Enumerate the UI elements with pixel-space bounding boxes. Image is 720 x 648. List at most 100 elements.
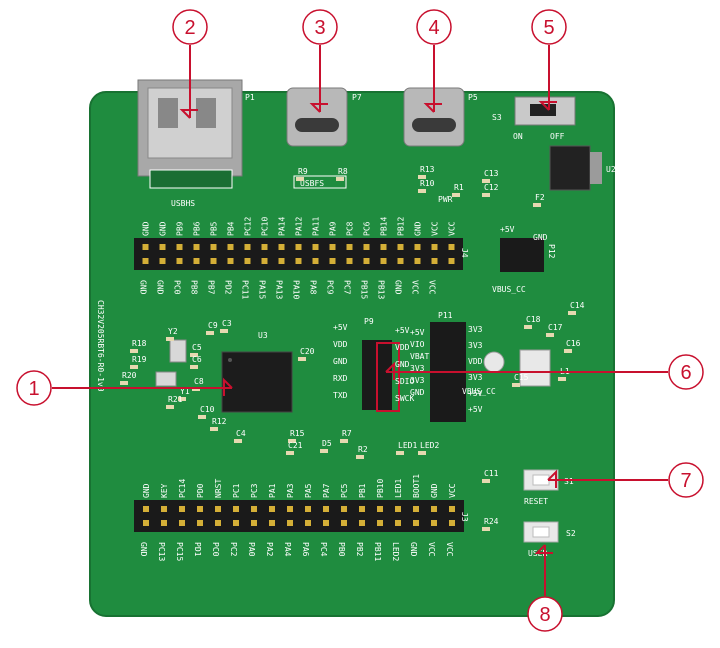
smd-component <box>396 451 404 455</box>
header-pin <box>269 506 275 512</box>
header-label: PC14 <box>178 479 187 498</box>
component-label: C21 <box>288 441 303 450</box>
header-label: PC3 <box>250 483 259 498</box>
s3-label: S3 <box>492 113 502 122</box>
header-pin <box>312 244 319 250</box>
header-pin <box>251 506 257 512</box>
header-label: GND <box>156 280 165 295</box>
header-pin <box>233 520 239 526</box>
callout-number: 8 <box>539 604 550 626</box>
header-label: LED1 <box>394 479 403 498</box>
header-pin <box>227 258 234 264</box>
header-pin <box>380 258 387 264</box>
header-pin <box>179 520 185 526</box>
header-pin <box>261 258 268 264</box>
switch-off-label: OFF <box>550 132 565 141</box>
reset-label: RESET <box>524 497 548 506</box>
callout-number: 6 <box>680 362 691 384</box>
header-label: PC1 <box>232 483 241 498</box>
main-mcu: U3 <box>221 331 293 413</box>
header-label: VCC <box>445 542 454 557</box>
callout-circle <box>416 9 452 45</box>
usb-c-p5: P5 <box>403 87 478 147</box>
smd-component <box>298 357 306 361</box>
callout-arrowhead <box>309 103 328 113</box>
s1-label: S1 <box>564 477 574 486</box>
header-label: PC8 <box>346 221 355 236</box>
smd-component <box>356 455 364 459</box>
header-label: PC5 <box>340 483 349 498</box>
header-pin <box>176 244 183 250</box>
header-pin <box>341 506 347 512</box>
header-pin <box>261 244 268 250</box>
p7-label: P7 <box>352 93 362 102</box>
header-pin <box>431 244 438 250</box>
header-label: PB6 <box>193 221 202 236</box>
component-label: R15 <box>290 429 305 438</box>
header-pin <box>323 520 329 526</box>
header-label: PA12 <box>295 217 304 236</box>
callout-number: 3 <box>314 17 325 39</box>
vbus-cc-mid: VBUS_CC <box>462 387 496 396</box>
callout-8: 8 <box>527 544 563 632</box>
header-label: PC12 <box>244 217 253 236</box>
header-label: GND <box>409 542 418 557</box>
smd-component <box>320 449 328 453</box>
p9-right-label: 3V3 <box>410 364 425 373</box>
p9-pin-label: VDD <box>333 340 348 349</box>
u3-label: U3 <box>258 331 268 340</box>
callout-4: 4 <box>416 9 452 113</box>
component-label: LED1 <box>398 441 417 450</box>
usbhs-label: USBHS <box>171 199 195 208</box>
component-label: D5 <box>322 439 332 448</box>
header-pin <box>395 506 401 512</box>
callout-number: 5 <box>543 17 554 39</box>
component-label: C17 <box>548 323 563 332</box>
header-pin <box>431 506 437 512</box>
header-pin <box>363 258 370 264</box>
component-label: C10 <box>200 405 215 414</box>
component-label: C4 <box>236 429 246 438</box>
header-body <box>134 500 464 532</box>
smd-component <box>482 527 490 531</box>
header-pin <box>278 244 285 250</box>
p9-right-label: 3V3 <box>410 376 425 385</box>
p12-plus5v: +5V <box>500 225 515 234</box>
header-pin <box>215 506 221 512</box>
smd-component <box>120 381 128 385</box>
component-label: R8 <box>338 167 348 176</box>
callout-2: 2 <box>172 9 208 119</box>
header-label: PA2 <box>265 542 274 557</box>
header-label: PA14 <box>278 217 287 236</box>
smd-component <box>564 349 572 353</box>
callout-arrowhead <box>385 361 395 380</box>
header-pin <box>142 244 149 250</box>
header-label: PC0 <box>211 542 220 557</box>
p9-pin-label: GND <box>333 357 348 366</box>
smd-component <box>533 203 541 207</box>
smd-component <box>210 427 218 431</box>
smd-component <box>220 329 228 333</box>
smd-component <box>206 331 214 335</box>
power-switch[interactable]: S3 ON OFF <box>492 96 576 141</box>
header-label: PA5 <box>304 483 313 498</box>
header-label: VCC <box>411 280 420 295</box>
p12-label: P12 <box>547 244 556 259</box>
board-model-text: CH32V205RBT6-R0-1v0 <box>96 300 105 392</box>
p9-mid-label: GND <box>395 360 410 369</box>
callout-arrowhead <box>538 101 557 111</box>
header-pin <box>377 520 383 526</box>
header-pin <box>397 244 404 250</box>
p9-right-label: VIO <box>410 340 425 349</box>
header-pin <box>197 520 203 526</box>
smd-component <box>524 325 532 329</box>
callout-arrowhead <box>423 103 442 113</box>
header-pin <box>359 520 365 526</box>
usbfs-port: P7 USBFS <box>286 87 362 189</box>
smd-component <box>482 193 490 197</box>
inductor-l1 <box>483 349 551 387</box>
header-pin <box>431 258 438 264</box>
header-label: LED2 <box>391 542 400 561</box>
